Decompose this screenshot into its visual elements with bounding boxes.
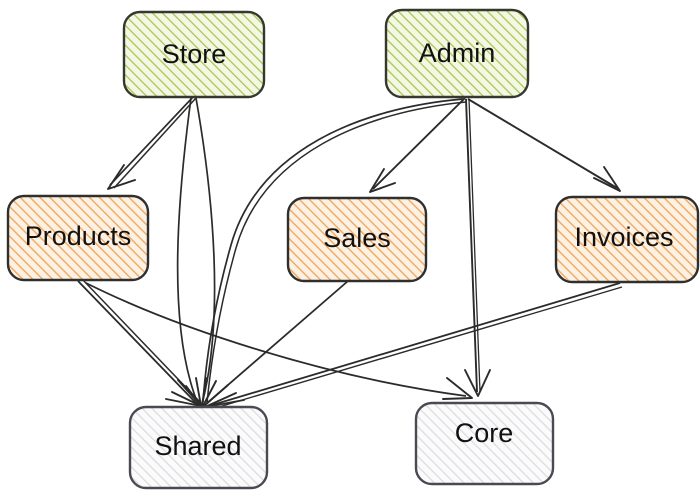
node-products[interactable]: Products bbox=[6, 194, 150, 282]
edges-layer bbox=[77, 96, 623, 415]
node-shared-shape[interactable] bbox=[128, 405, 269, 490]
edge-store-to-shared-b bbox=[195, 97, 216, 405]
edge-store-to-shared-a bbox=[176, 97, 199, 405]
node-shared[interactable]: Shared bbox=[128, 405, 269, 490]
edge-sales-to-shared bbox=[205, 280, 349, 405]
node-sales[interactable]: Sales bbox=[286, 196, 428, 283]
edge-admin-to-shared bbox=[202, 98, 467, 404]
node-invoices-shape[interactable] bbox=[554, 195, 700, 284]
node-store-shape[interactable] bbox=[122, 10, 266, 99]
node-sales-shape[interactable] bbox=[286, 196, 428, 283]
nodes-layer: Store Admin Products Sales Invoices bbox=[6, 8, 700, 490]
node-products-shape[interactable] bbox=[6, 194, 150, 282]
node-admin[interactable]: Admin bbox=[384, 8, 530, 99]
edge-store-to-products bbox=[107, 96, 197, 190]
edge-admin-to-core bbox=[464, 98, 491, 397]
edge-admin-to-sales bbox=[369, 97, 466, 193]
node-admin-shape[interactable] bbox=[384, 8, 530, 99]
node-core[interactable]: Core bbox=[414, 401, 555, 486]
edge-invoices-to-shared bbox=[208, 282, 623, 410]
node-store[interactable]: Store bbox=[122, 10, 266, 99]
node-invoices[interactable]: Invoices bbox=[554, 195, 700, 284]
shared-arrowhead-cluster bbox=[165, 377, 249, 415]
edge-admin-to-invoices bbox=[467, 98, 621, 192]
edge-products-to-core bbox=[85, 282, 473, 400]
node-core-shape[interactable] bbox=[414, 401, 555, 486]
